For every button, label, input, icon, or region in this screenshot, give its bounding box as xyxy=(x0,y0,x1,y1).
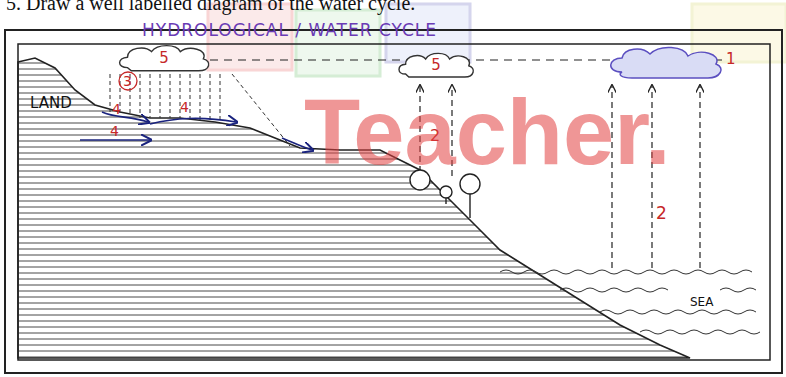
callout-number: 4 xyxy=(112,102,121,116)
diagram-heading: HYDROLOGICAL / WATER CYCLE xyxy=(142,22,437,39)
callout-number: 1 xyxy=(726,52,736,67)
callout-number: 2 xyxy=(656,205,667,222)
cloud: 5 xyxy=(116,42,212,74)
rain-streaks xyxy=(110,74,290,146)
watermark: Teacher. xyxy=(304,86,671,178)
callout-number: 4 xyxy=(110,124,119,138)
question-heading: 5. Draw a well labelled diagram of the w… xyxy=(6,0,415,13)
callout-number: 5 xyxy=(396,58,476,73)
runoff-arrows xyxy=(80,112,312,150)
cloud xyxy=(611,47,721,78)
land-label: LAND xyxy=(30,96,72,111)
callout-number: 4 xyxy=(180,100,189,114)
callout-number: 3 xyxy=(123,74,132,88)
callout-circle xyxy=(119,72,137,90)
outer-frame xyxy=(5,30,782,373)
inner-frame xyxy=(18,44,770,360)
land-mass xyxy=(18,58,690,358)
cloud: 5 xyxy=(396,50,476,80)
sea-waves xyxy=(500,270,760,334)
callout-number: 5 xyxy=(116,51,212,66)
sea-label: SEA xyxy=(690,296,713,308)
